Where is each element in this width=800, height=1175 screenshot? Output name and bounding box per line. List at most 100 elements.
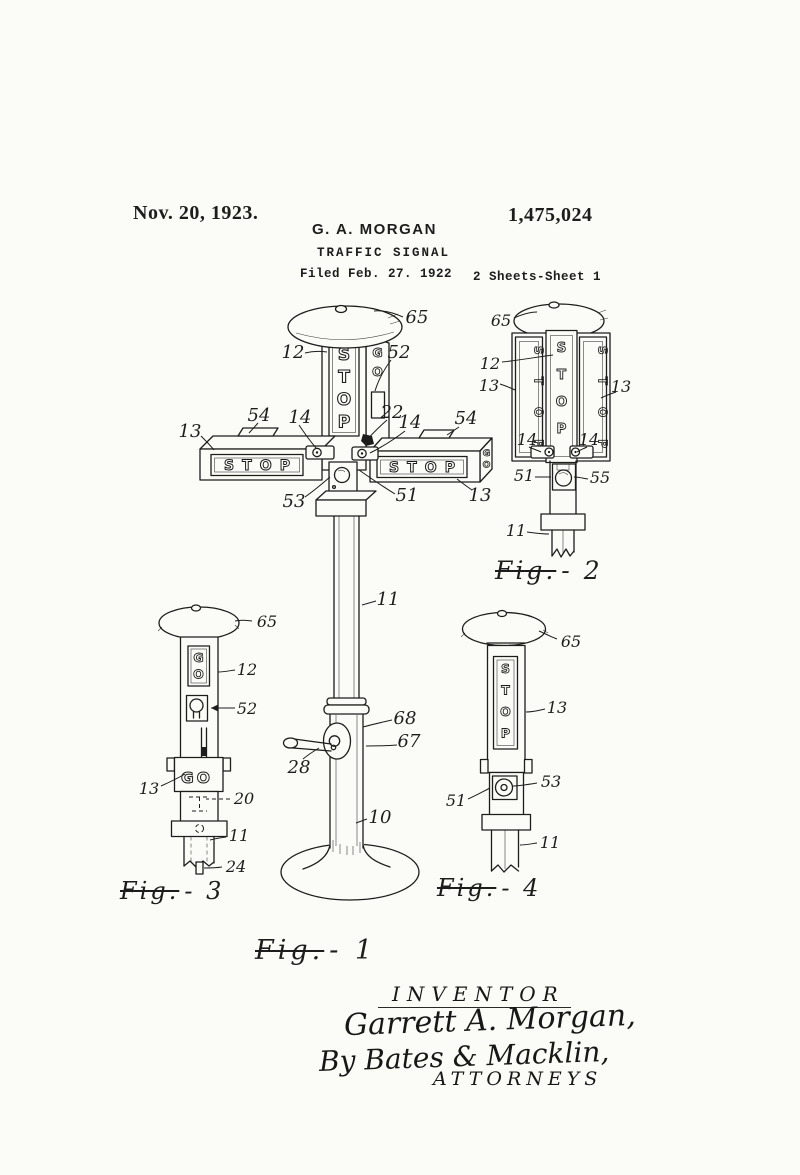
applicant-name: G. A. MORGAN xyxy=(312,221,437,238)
leader-fig1-51 xyxy=(358,469,396,495)
fig1-right-top-plate xyxy=(418,429,455,439)
fig2-bell xyxy=(554,469,573,487)
fig1-left-arm: STOP xyxy=(199,427,336,481)
fig2-leader-lines xyxy=(499,311,617,535)
fig1-ref-13R: 13 xyxy=(469,485,492,506)
fig2-ref-51: 51 xyxy=(514,466,534,485)
fig1-ref-52: 52 xyxy=(388,342,411,363)
leader-fig2-11 xyxy=(526,531,550,535)
leader-fig4-11 xyxy=(519,842,538,846)
fig1-side-lamp-plate xyxy=(370,391,386,419)
fig2-ref-55: 55 xyxy=(590,468,610,487)
fig4-dome-cap xyxy=(460,609,549,648)
fig3-ref-52: 52 xyxy=(237,699,257,718)
leader-fig4-51 xyxy=(467,787,491,800)
fig3-ref-11: 11 xyxy=(229,826,249,845)
leader-fig2-14L xyxy=(528,446,542,453)
fig1-ref-51: 51 xyxy=(396,485,419,506)
fig4-caption-number: - 4 xyxy=(501,874,542,902)
fig3-collar xyxy=(170,820,228,838)
filed-line: Filed Feb. 27. 1922 xyxy=(300,267,453,281)
leader-fig1-11 xyxy=(361,600,377,606)
fig3-caption-number: - 3 xyxy=(184,877,225,905)
leader-fig1-65 xyxy=(373,310,404,318)
leader-fig1-54L xyxy=(248,422,259,434)
leader-fig4-13 xyxy=(525,708,546,713)
fig4-ref-13: 13 xyxy=(547,698,567,717)
leader-fig1-54R xyxy=(446,426,460,436)
fig1-leader-lines xyxy=(200,310,473,824)
fig3-left-tab xyxy=(166,757,176,772)
fig3-dome-knob xyxy=(190,604,202,612)
fig1-left-top-plate xyxy=(237,427,279,437)
fig3-ref-13: 13 xyxy=(139,779,159,798)
fig4-ref-65: 65 xyxy=(561,632,581,651)
fig1-ref-67: 67 xyxy=(398,731,421,752)
leader-fig3-11 xyxy=(209,836,227,841)
fig2-caption: Fig.- 2 xyxy=(495,556,603,585)
fig3-lamp xyxy=(189,698,204,713)
fig3-right-tab xyxy=(222,757,232,772)
fig2-collar xyxy=(540,513,586,531)
fig1-ref-53: 53 xyxy=(283,491,306,512)
leader-fig2-13R xyxy=(600,391,617,399)
fig3-caption-prefix: Fig. xyxy=(120,877,180,905)
leader-fig3-65 xyxy=(234,619,253,622)
fig3-ref-65: 65 xyxy=(257,612,277,631)
fig1-ref-14R: 14 xyxy=(399,412,422,433)
fig1-caption-prefix: Fig. xyxy=(255,935,325,966)
fig3-foot xyxy=(195,861,204,875)
fig4-ref-51: 51 xyxy=(446,791,466,810)
patent-number: 1,475,024 xyxy=(508,204,593,226)
leader-fig3-24 xyxy=(203,866,223,869)
leader-fig1-22 xyxy=(365,419,388,442)
leader-fig1-53 xyxy=(304,476,331,498)
attorneys-label: ATTORNEYS xyxy=(433,1068,603,1090)
fig1-ref-13L: 13 xyxy=(179,421,202,442)
fig3-dome-cap xyxy=(157,604,240,640)
fig1-ref-11: 11 xyxy=(377,589,400,610)
fig1-collar-front xyxy=(315,499,367,517)
fig1-bell xyxy=(333,466,351,484)
fig3-ref-12: 12 xyxy=(237,660,257,679)
fig3-mid-section: GO xyxy=(166,756,232,838)
fig1-ref-14L: 14 xyxy=(289,407,312,428)
fig1-caption: Fig.- 1 xyxy=(255,935,376,966)
fig3-go-sign-frame xyxy=(187,645,211,687)
fig1-dome-cap xyxy=(287,304,403,349)
fig4-left-tab xyxy=(479,758,489,774)
fig4-caption: Fig.- 4 xyxy=(437,874,541,902)
fig2-ref-14L: 14 xyxy=(517,430,537,449)
fig1-joint-collar xyxy=(323,697,370,715)
leader-fig1-13R xyxy=(456,478,473,491)
fig1-ref-54L: 54 xyxy=(248,405,271,426)
fig2-ref-14R: 14 xyxy=(579,430,599,449)
fig4-dome-knob xyxy=(496,609,508,618)
fig1-ref-10: 10 xyxy=(369,807,392,828)
fig4-bell-box xyxy=(491,775,518,801)
leader-fig3-12 xyxy=(217,669,236,673)
fig2-center-panel xyxy=(545,329,578,464)
leader-fig1-13L xyxy=(200,435,215,451)
fig2-caption-number: - 2 xyxy=(561,556,603,585)
fig4-collar xyxy=(481,813,532,831)
fig1-reference-numerals: 65 12 52 54 14 22 14 54 13 13 53 51 11 6… xyxy=(179,307,492,828)
fig1-caption-number: - 1 xyxy=(329,935,377,966)
fig3-leader-lines xyxy=(160,619,253,869)
fig4-ref-11: 11 xyxy=(540,833,560,852)
leader-fig4-65 xyxy=(538,630,558,640)
fig2-ref-11: 11 xyxy=(506,521,526,540)
fig3-rod-tip xyxy=(201,747,207,756)
leader-fig3-52-arrowhead xyxy=(211,704,218,712)
fig1-crank-handle xyxy=(282,722,352,760)
